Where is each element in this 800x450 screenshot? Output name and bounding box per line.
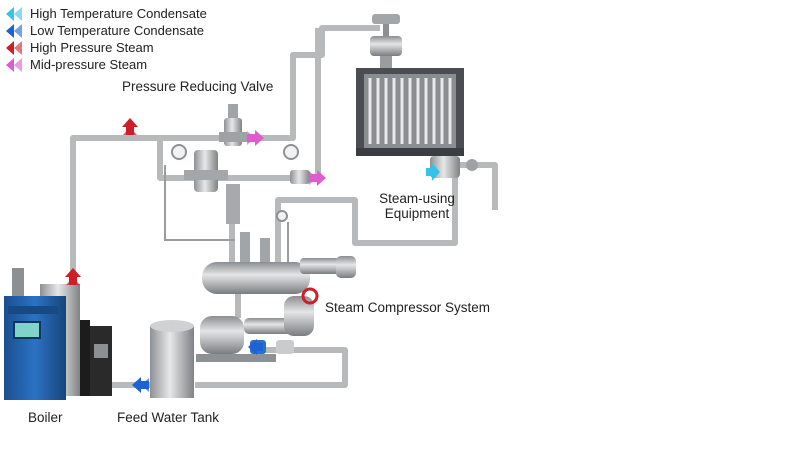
steam-using-equipment-label-line2: Equipment	[384, 206, 450, 221]
prv-outlet-pipe	[250, 25, 380, 141]
double-arrow-left-icon	[6, 23, 22, 38]
mid-pressure-steam-arrow-line	[309, 170, 326, 186]
legend-item-high-pressure-steam: High Pressure Steam	[6, 39, 207, 56]
flow-arrows	[65, 118, 440, 393]
pressure-reducing-valve-label: Pressure Reducing Valve	[122, 79, 274, 94]
feed-water-tank	[150, 320, 194, 398]
legend-item-low-temperature-condensate: Low Temperature Condensate	[6, 22, 207, 39]
return-pipe	[275, 185, 458, 265]
low-temperature-condensate-arrow-feed	[132, 377, 149, 393]
steam-compressor-system-label: Steam Compressor System	[325, 300, 491, 315]
high-temperature-condensate-arrow	[426, 163, 440, 181]
high-pressure-steam-arrow-header	[122, 118, 138, 135]
prv-station	[184, 150, 310, 224]
pipe-network	[70, 25, 498, 388]
double-arrow-left-icon	[6, 40, 22, 55]
double-arrow-left-icon	[6, 6, 22, 21]
legend-label: Mid-pressure Steam	[30, 57, 148, 72]
legend: High Temperature Condensate Low Temperat…	[6, 5, 207, 73]
legend-label: High Pressure Steam	[30, 40, 154, 55]
mid-pressure-steam-arrow-prv	[247, 130, 264, 146]
double-arrow-left-icon	[6, 57, 22, 72]
feed-water-tank-label: Feed Water Tank	[117, 410, 220, 425]
legend-item-mid-pressure-steam: Mid-pressure Steam	[6, 56, 207, 73]
legend-item-high-temperature-condensate: High Temperature Condensate	[6, 5, 207, 22]
thin-signal-lines	[164, 165, 289, 262]
pressure-gauges	[171, 144, 299, 222]
legend-label: High Temperature Condensate	[30, 6, 207, 21]
condensate-return-pipe	[195, 347, 348, 388]
steam-using-equipment	[356, 68, 464, 156]
high-pressure-steam-pipe	[70, 135, 205, 285]
boiler-label: Boiler	[28, 410, 63, 425]
steam-compressor-system	[196, 232, 356, 362]
mid-pressure-steam-pipe	[215, 28, 321, 181]
steam-using-equipment-label-line1: Steam-using	[379, 191, 455, 206]
low-temperature-condensate-arrow-pump	[248, 339, 263, 355]
control-valve	[370, 14, 402, 68]
boiler	[4, 268, 112, 400]
legend-label: Low Temperature Condensate	[30, 23, 204, 38]
high-pressure-steam-arrow-boiler	[65, 268, 81, 285]
pressure-reducing-valve	[219, 104, 247, 146]
steam-using-equipment-label: Steam-using Equipment	[362, 191, 472, 221]
